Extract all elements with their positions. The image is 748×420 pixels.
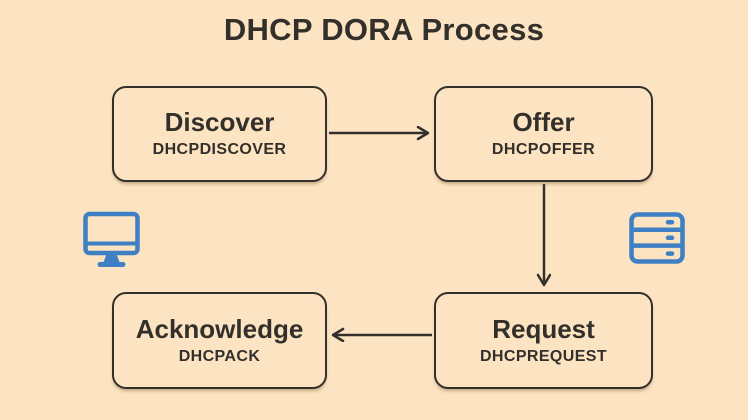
diagram-title: DHCP DORA Process bbox=[223, 12, 545, 47]
step-box-discover: Discover DHCPDISCOVER bbox=[112, 86, 327, 182]
step-message-request: DHCPREQUEST bbox=[479, 347, 608, 365]
step-message-acknowledge: DHCPACK bbox=[178, 347, 261, 365]
step-title-request: Request bbox=[492, 313, 595, 344]
step-title-offer: Offer bbox=[512, 107, 575, 138]
step-title-discover: Discover bbox=[164, 107, 275, 138]
step-message-offer: DHCPOFFER bbox=[491, 141, 596, 159]
client-computer-icon bbox=[83, 211, 140, 267]
step-message-discover: DHCPDISCOVER bbox=[152, 141, 287, 159]
step-box-offer: Offer DHCPOFFER bbox=[434, 86, 653, 182]
step-title-acknowledge: Acknowledge bbox=[135, 313, 304, 344]
step-box-request: Request DHCPREQUEST bbox=[434, 292, 653, 389]
step-box-acknowledge: Acknowledge DHCPACK bbox=[112, 292, 327, 389]
server-icon bbox=[629, 212, 685, 264]
